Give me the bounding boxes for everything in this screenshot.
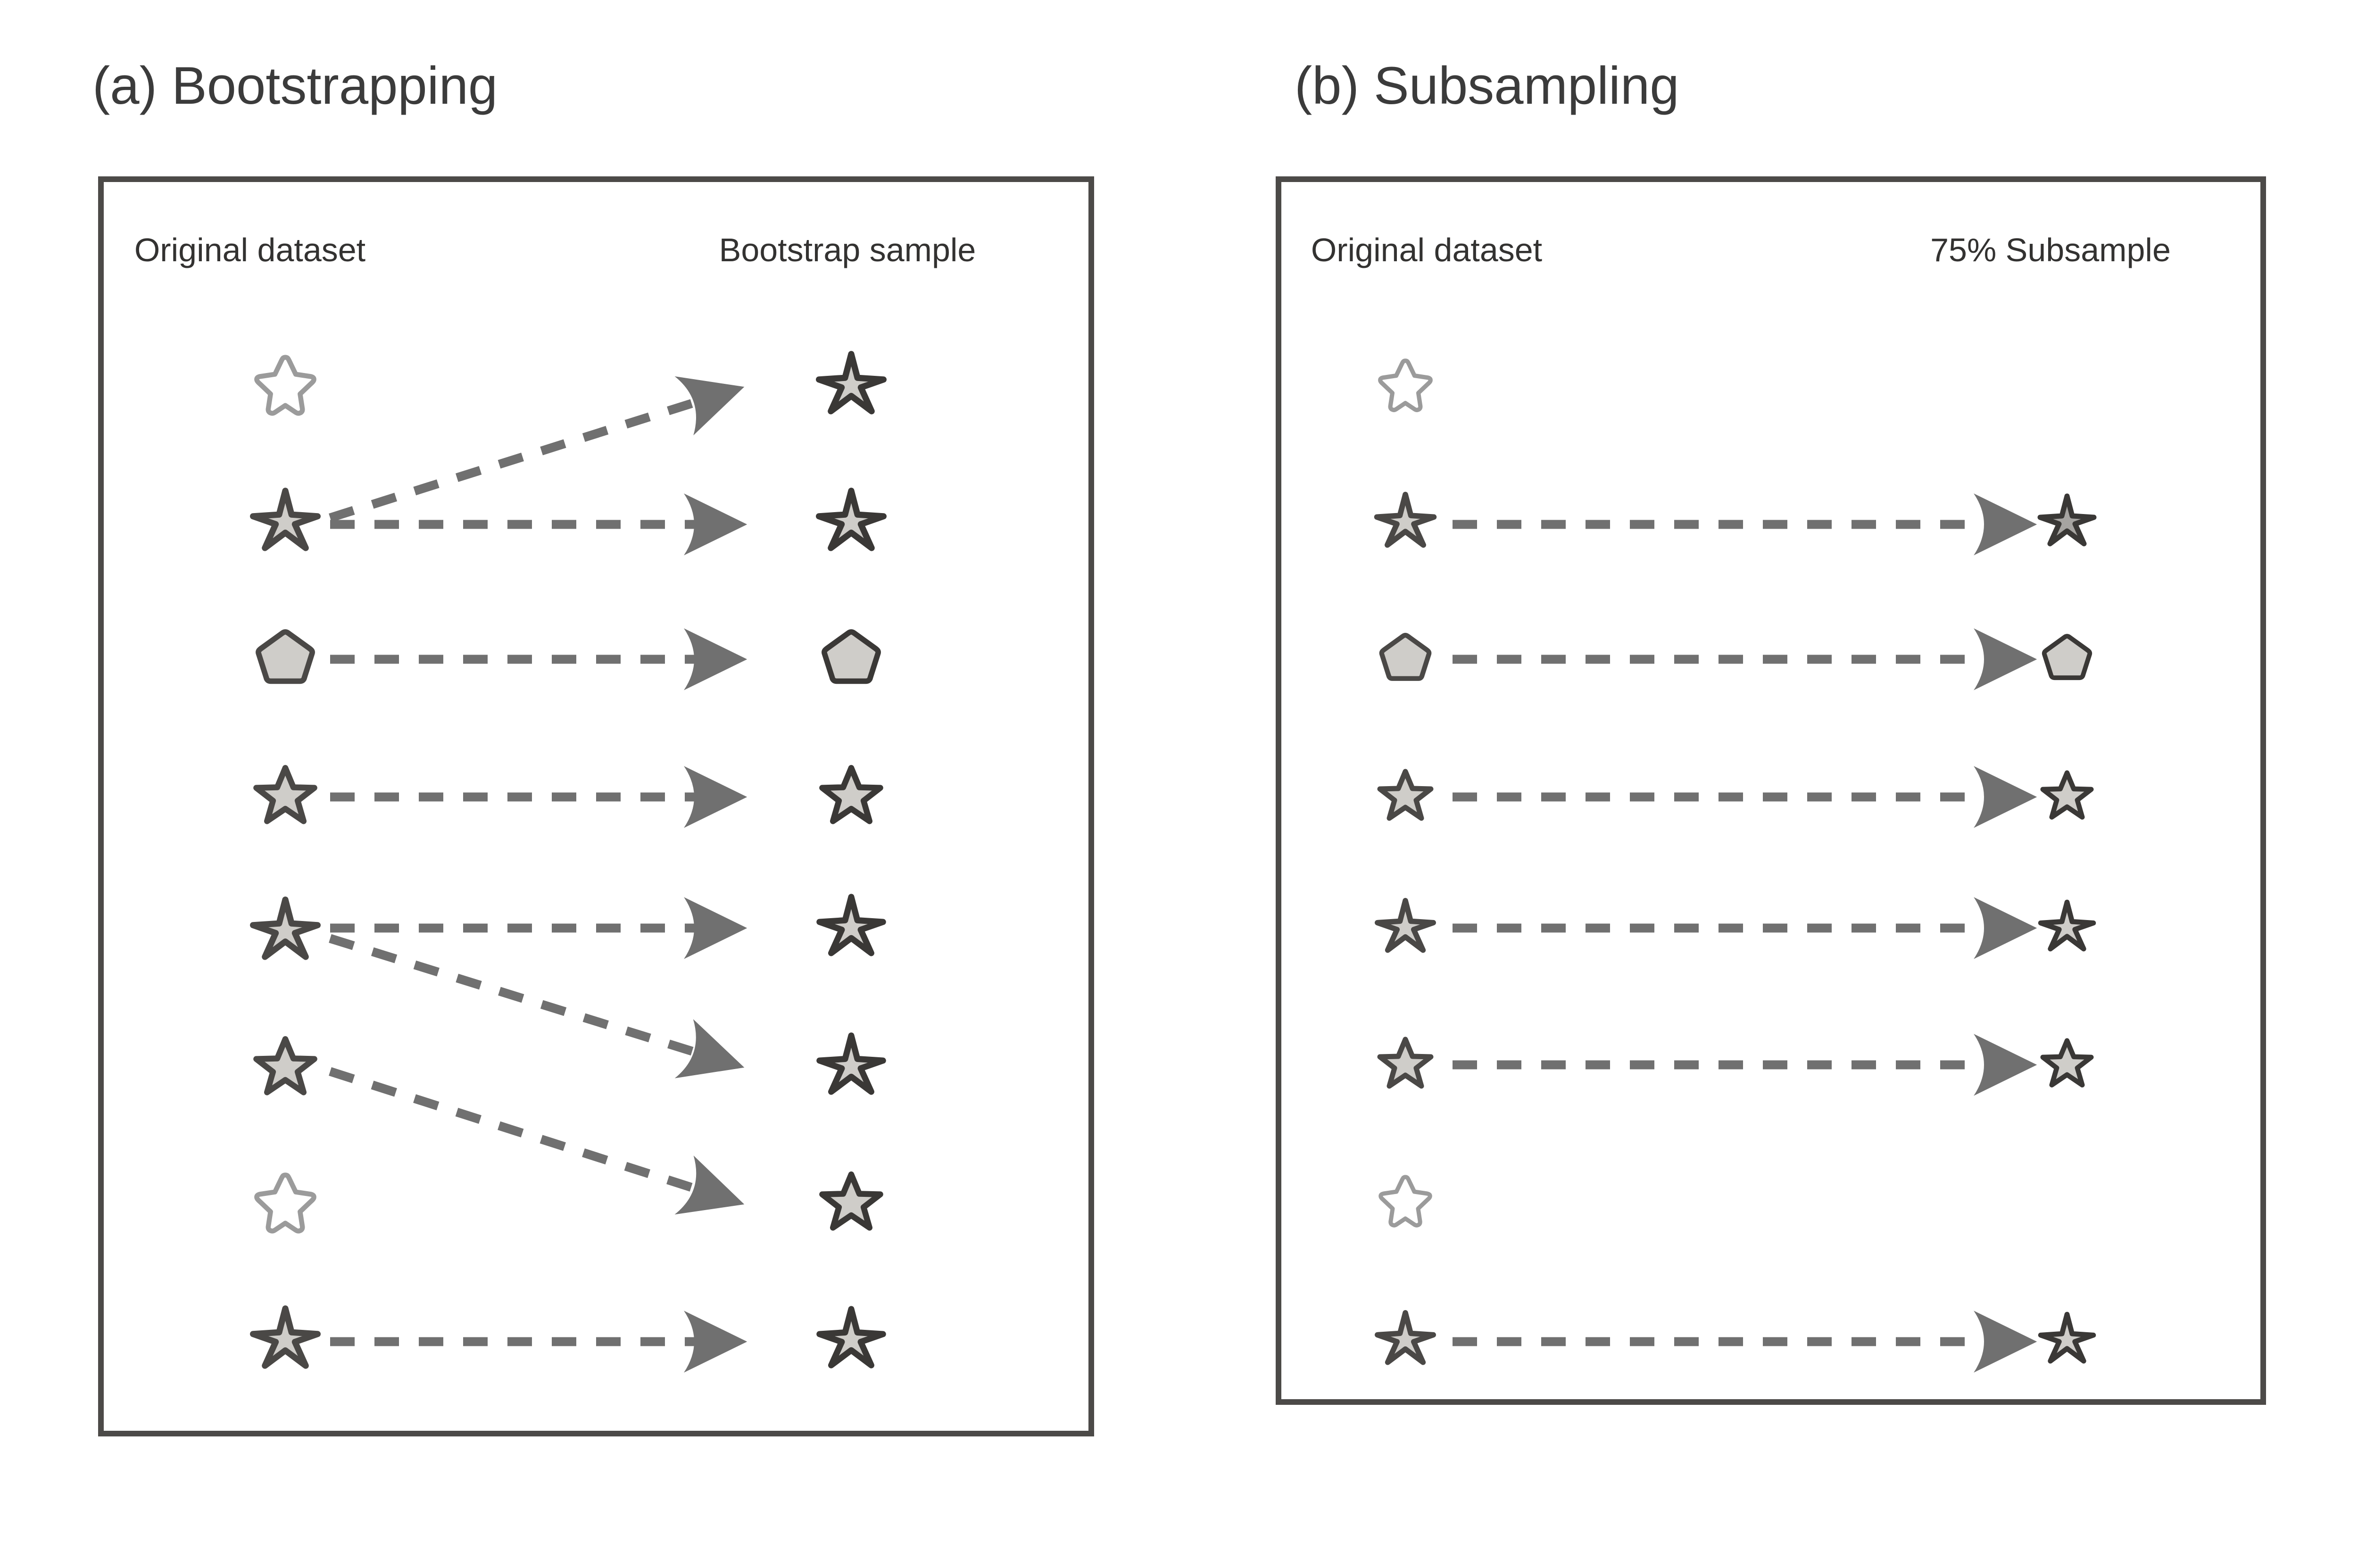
shape-star-filled <box>2040 770 2094 820</box>
shape-star-outline-rounded <box>1378 1175 1432 1228</box>
shape-star-spiky <box>2038 1311 2096 1364</box>
shape-star-spiky <box>2037 493 2097 547</box>
shape-pentagon <box>1379 632 1432 681</box>
panel-a-title: (a) Bootstrapping <box>92 56 498 115</box>
shape-star-filled <box>819 1171 883 1231</box>
panel-a-arrows <box>329 376 747 1373</box>
panel-b-right-column <box>2037 493 2097 1364</box>
shape-star-outline-rounded <box>1378 358 1433 412</box>
shape-star-spiky <box>1374 491 1437 548</box>
panel-bootstrapping: (a) Bootstrapping Original dataset Boots… <box>0 0 1132 1471</box>
shape-star-spiky <box>816 1032 886 1095</box>
arrow-5-to-6 <box>329 934 745 1079</box>
panel-a-right-header: Bootstrap sample <box>719 232 976 268</box>
arrow-2-to-1 <box>329 376 745 523</box>
shape-pentagon <box>2042 634 2092 680</box>
shape-star-spiky <box>816 1306 886 1369</box>
shape-star-spiky <box>815 351 887 415</box>
panel-b-title: (b) Subsampling <box>1295 56 1679 115</box>
shape-star-filled <box>819 765 883 824</box>
panel-b-right-header: 75% Subsample <box>1930 232 2171 268</box>
panel-b-stage <box>1374 358 2097 1373</box>
arrow-6-to-7 <box>329 1067 745 1215</box>
shape-star-spiky <box>1375 1310 1436 1365</box>
shape-star-spiky <box>2038 899 2096 952</box>
shape-star-outline-rounded <box>254 1172 316 1234</box>
shape-pentagon <box>256 629 315 684</box>
panel-subsampling: (b) Subsampling Original dataset 75% Sub… <box>1226 0 2358 1471</box>
shape-star-spiky <box>249 1305 321 1369</box>
shape-star-spiky <box>249 488 321 551</box>
panel-a-left-column <box>249 355 321 1369</box>
shape-pentagon <box>822 629 881 684</box>
panel-a-stage <box>249 351 887 1373</box>
panel-b-left-header: Original dataset <box>1311 232 1543 268</box>
shape-star-filled <box>253 1036 317 1095</box>
panel-a-right-column <box>815 351 887 1369</box>
shape-star-spiky <box>816 894 886 956</box>
shape-star-filled <box>1377 769 1434 821</box>
shape-star-filled <box>2040 1038 2094 1087</box>
shape-star-spiky <box>815 488 887 551</box>
shape-star-outline-rounded <box>254 355 316 416</box>
panel-b-box <box>1276 176 2266 1405</box>
shape-star-filled <box>253 765 317 824</box>
panel-a-left-header: Original dataset <box>134 232 366 268</box>
panel-b-arrows <box>1453 493 2037 1373</box>
shape-star-filled <box>1377 1037 1434 1089</box>
panel-b-left-column <box>1374 358 1437 1365</box>
shape-star-spiky <box>249 896 321 960</box>
shape-star-spiky <box>1375 898 1436 953</box>
